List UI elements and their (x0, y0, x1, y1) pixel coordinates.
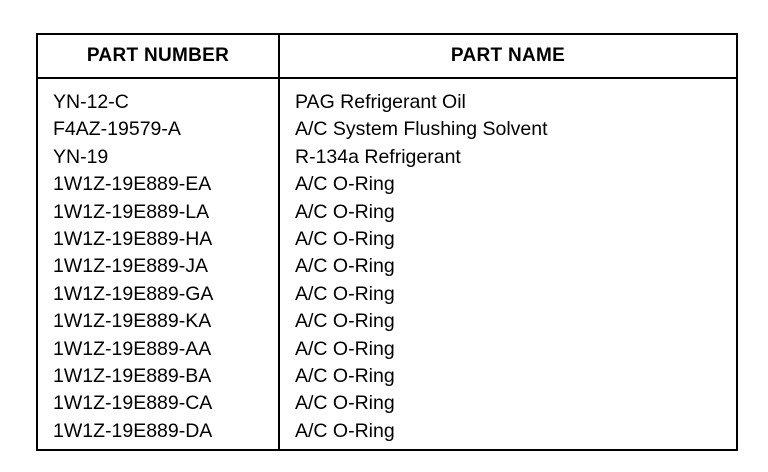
part-number-cell: 1W1Z-19E889-AA (53, 337, 212, 360)
table-row: 1W1Z-19E889-EA A/C O-Ring (38, 171, 736, 198)
part-name-cell: PAG Refrigerant Oil (295, 91, 466, 113)
column-divider (278, 35, 280, 449)
header-divider (38, 77, 736, 79)
part-name-cell: A/C O-Ring (295, 392, 395, 415)
table-row: 1W1Z-19E889-HA A/C O-Ring (38, 226, 736, 253)
part-name-cell: A/C O-Ring (295, 200, 395, 223)
part-number-cell: 1W1Z-19E889-GA (53, 282, 214, 305)
part-number-cell: 1W1Z-19E889-EA (53, 173, 212, 196)
part-number-cell: 1W1Z-19E889-JA (53, 255, 208, 278)
part-name-cell: A/C O-Ring (295, 255, 395, 278)
part-name-cell: A/C O-Ring (295, 310, 395, 333)
table-row: F4AZ-19579-A A/C System Flushing Solvent (38, 116, 736, 143)
part-name-cell: A/C System Flushing Solvent (295, 118, 548, 141)
table-row: YN-19 R-134a Refrigerant (38, 144, 736, 171)
table-row: 1W1Z-19E889-KA A/C O-Ring (38, 308, 736, 335)
part-number-cell: 1W1Z-19E889-DA (53, 419, 213, 442)
table-row: 1W1Z-19E889-LA A/C O-Ring (38, 199, 736, 226)
table-row: 1W1Z-19E889-JA A/C O-Ring (38, 253, 736, 280)
parts-table: PART NUMBER PART NAME YN-12-C PAG Refrige… (36, 33, 738, 451)
table-row: YN-12-C PAG Refrigerant Oil (38, 89, 736, 116)
part-number-cell: YN-12-C (53, 91, 129, 113)
part-name-cell: A/C O-Ring (295, 173, 395, 196)
part-name-cell: R-134a Refrigerant (295, 145, 461, 168)
header-part-number: PART NUMBER (86, 45, 230, 66)
table-row: 1W1Z-19E889-AA A/C O-Ring (38, 336, 736, 363)
part-number-cell: 1W1Z-19E889-CA (53, 392, 213, 415)
table-row: 1W1Z-19E889-DA A/C O-Ring (38, 418, 736, 445)
part-name-cell: A/C O-Ring (295, 364, 395, 387)
header-part-name: PART NAME (450, 45, 566, 66)
table-row: 1W1Z-19E889-GA A/C O-Ring (38, 281, 736, 308)
part-number-cell: 1W1Z-19E889-BA (53, 364, 212, 387)
part-number-cell: 1W1Z-19E889-LA (53, 200, 210, 223)
part-number-cell: F4AZ-19579-A (53, 118, 181, 141)
part-name-cell: A/C O-Ring (295, 337, 395, 360)
part-name-cell: A/C O-Ring (295, 419, 395, 442)
table-row: 1W1Z-19E889-BA A/C O-Ring (38, 363, 736, 390)
part-number-cell: YN-19 (53, 145, 109, 168)
part-name-cell: A/C O-Ring (295, 282, 395, 305)
part-name-cell: A/C O-Ring (295, 227, 395, 250)
part-number-cell: 1W1Z-19E889-HA (53, 227, 213, 250)
table-row: 1W1Z-19E889-CA A/C O-Ring (38, 390, 736, 417)
part-number-cell: 1W1Z-19E889-KA (53, 310, 212, 333)
